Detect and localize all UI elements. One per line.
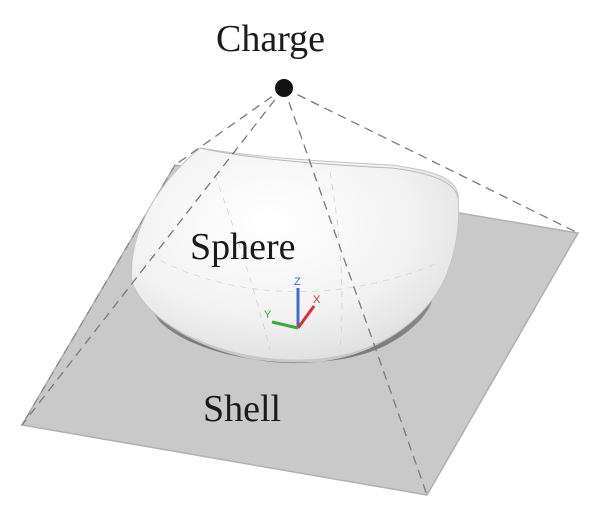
charge-label: Charge	[216, 18, 326, 60]
axis-triad: Z X Y	[264, 276, 321, 330]
axis-y-line	[271, 320, 299, 330]
axis-x-letter: X	[313, 294, 321, 306]
pyramid-edge-right	[283, 87, 579, 234]
shell-label: Shell	[203, 388, 282, 430]
pyramid-edge-front-right	[283, 87, 428, 496]
pyramid-edge-left	[174, 87, 285, 166]
charge-dot	[275, 79, 293, 97]
sphere-label: Sphere	[190, 226, 296, 268]
sphere	[131, 147, 460, 364]
axis-z-letter: Z	[294, 276, 301, 288]
axis-y-letter: Y	[264, 309, 272, 321]
axis-x-line	[296, 305, 316, 329]
pyramid-edge-front-left	[21, 87, 285, 426]
